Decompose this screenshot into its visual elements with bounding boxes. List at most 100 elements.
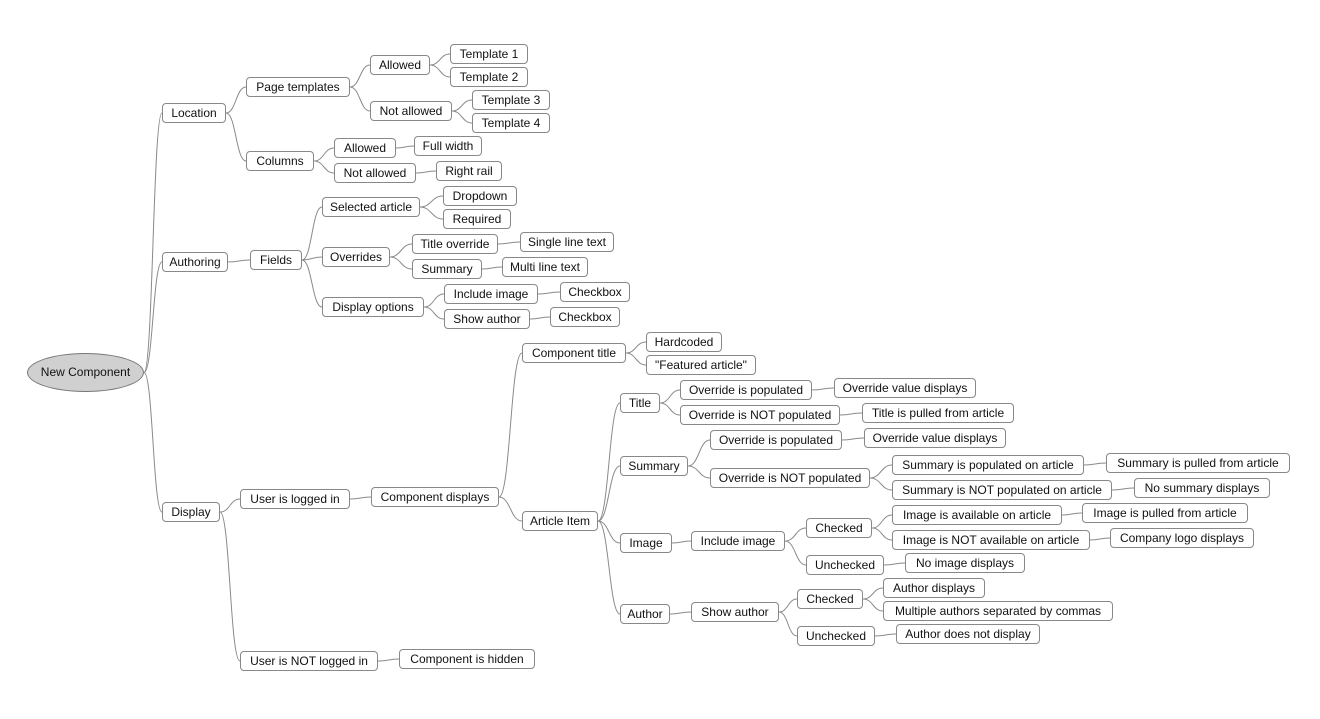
node-auth-checked[interactable]: Checked xyxy=(797,589,863,609)
link-columns-to-col-not-allowed xyxy=(313,160,335,174)
node-multiple-authors[interactable]: Multiple authors separated by commas xyxy=(883,601,1113,621)
node-include-image-opt[interactable]: Include image xyxy=(444,284,538,304)
node-no-image[interactable]: No image displays xyxy=(905,553,1025,573)
link-image-available-to-image-pulled xyxy=(1061,512,1083,516)
node-author-displays[interactable]: Author displays xyxy=(883,578,985,598)
node-show-author-opt[interactable]: Show author xyxy=(444,309,530,329)
link-pt-not-allowed-to-template-3 xyxy=(451,99,473,112)
node-show-author[interactable]: Show author xyxy=(691,602,779,622)
link-selected-article-to-required xyxy=(419,206,444,220)
node-summary-field[interactable]: Summary xyxy=(412,259,482,279)
link-show-author-to-auth-unchecked xyxy=(778,611,798,637)
node-not-logged-in[interactable]: User is NOT logged in xyxy=(240,651,378,671)
link-summary-not-pop-on-article-to-no-summary xyxy=(1111,487,1135,491)
link-page-templates-to-pt-not-allowed xyxy=(349,86,371,112)
node-overrides[interactable]: Overrides xyxy=(322,247,390,267)
node-summary-override-value[interactable]: Override value displays xyxy=(864,428,1006,448)
node-single-line-text[interactable]: Single line text xyxy=(520,232,614,252)
node-no-summary[interactable]: No summary displays xyxy=(1134,478,1270,498)
node-summary-not-pop-on-article[interactable]: Summary is NOT populated on article xyxy=(892,480,1112,500)
link-pt-not-allowed-to-template-4 xyxy=(451,110,473,124)
node-featured-article[interactable]: "Featured article" xyxy=(646,355,756,375)
node-multi-line-text[interactable]: Multi line text xyxy=(502,257,588,277)
node-ai-summary[interactable]: Summary xyxy=(620,456,688,476)
link-title-override-pop-to-title-override-value xyxy=(811,387,835,391)
node-summary-override-pop[interactable]: Override is populated xyxy=(710,430,842,450)
link-include-image-to-img-checked xyxy=(784,527,807,542)
node-checkbox-1[interactable]: Checkbox xyxy=(560,282,630,302)
node-col-allowed[interactable]: Allowed xyxy=(334,138,396,158)
node-author-not-display[interactable]: Author does not display xyxy=(896,624,1040,644)
node-title-override-pop[interactable]: Override is populated xyxy=(680,380,812,400)
node-title-from-article[interactable]: Title is pulled from article xyxy=(862,403,1014,423)
link-overrides-to-title-override xyxy=(389,243,413,258)
node-component-displays[interactable]: Component displays xyxy=(371,487,499,507)
node-required[interactable]: Required xyxy=(443,209,511,229)
node-full-width[interactable]: Full width xyxy=(414,136,482,156)
node-template-1[interactable]: Template 1 xyxy=(450,44,528,64)
link-fields-to-display-options xyxy=(301,259,323,308)
link-ai-image-to-include-image xyxy=(671,540,692,544)
node-image-available[interactable]: Image is available on article xyxy=(892,505,1062,525)
node-fields[interactable]: Fields xyxy=(250,250,302,270)
node-summary-pulled[interactable]: Summary is pulled from article xyxy=(1106,453,1290,473)
link-root-to-location xyxy=(143,112,163,373)
link-columns-to-col-allowed xyxy=(313,147,335,162)
link-component-displays-to-article-item xyxy=(498,496,523,522)
node-page-templates[interactable]: Page templates xyxy=(246,77,350,97)
node-component-hidden[interactable]: Component is hidden xyxy=(399,649,535,669)
node-ai-title[interactable]: Title xyxy=(620,393,660,413)
link-location-to-columns xyxy=(225,112,247,162)
link-ai-summary-to-summary-override-pop xyxy=(687,439,711,467)
node-image-pulled[interactable]: Image is pulled from article xyxy=(1082,503,1248,523)
node-template-2[interactable]: Template 2 xyxy=(450,67,528,87)
node-location[interactable]: Location xyxy=(162,103,226,123)
link-not-logged-in-to-component-hidden xyxy=(377,658,400,662)
link-logged-in-to-component-displays xyxy=(349,496,372,500)
node-authoring[interactable]: Authoring xyxy=(162,252,228,272)
node-columns[interactable]: Columns xyxy=(246,151,314,171)
node-title-override-value[interactable]: Override value displays xyxy=(834,378,976,398)
node-right-rail[interactable]: Right rail xyxy=(436,161,502,181)
node-display[interactable]: Display xyxy=(162,502,220,522)
node-img-unchecked[interactable]: Unchecked xyxy=(806,555,884,575)
node-img-checked[interactable]: Checked xyxy=(806,518,872,538)
node-auth-unchecked[interactable]: Unchecked xyxy=(797,626,875,646)
node-company-logo[interactable]: Company logo displays xyxy=(1110,528,1254,548)
root-node[interactable]: New Component xyxy=(27,353,144,392)
link-ai-title-to-title-override-pop xyxy=(659,389,681,404)
link-display-to-logged-in xyxy=(219,498,241,513)
node-selected-article[interactable]: Selected article xyxy=(322,197,420,217)
node-display-options[interactable]: Display options xyxy=(322,297,424,317)
node-component-title[interactable]: Component title xyxy=(522,343,626,363)
link-display-options-to-show-author-opt xyxy=(423,306,445,320)
node-template-4[interactable]: Template 4 xyxy=(472,113,550,133)
node-col-not-allowed[interactable]: Not allowed xyxy=(334,163,416,183)
node-template-3[interactable]: Template 3 xyxy=(472,90,550,110)
node-ai-image[interactable]: Image xyxy=(620,533,672,553)
link-title-override-not-pop-to-title-from-article xyxy=(839,412,863,416)
link-root-to-display xyxy=(143,372,163,513)
node-title-override[interactable]: Title override xyxy=(412,234,498,254)
node-checkbox-2[interactable]: Checkbox xyxy=(550,307,620,327)
link-selected-article-to-dropdown xyxy=(419,195,444,208)
node-title-override-not-pop[interactable]: Override is NOT populated xyxy=(680,405,840,425)
node-pt-allowed[interactable]: Allowed xyxy=(370,55,430,75)
node-ai-author[interactable]: Author xyxy=(620,604,670,624)
link-img-unchecked-to-no-image xyxy=(883,562,906,566)
link-img-checked-to-image-not-available xyxy=(871,527,893,541)
link-title-override-to-single-line-text xyxy=(497,241,521,245)
node-summary-override-not-pop[interactable]: Override is NOT populated xyxy=(710,468,870,488)
node-hardcoded[interactable]: Hardcoded xyxy=(646,332,722,352)
link-article-item-to-ai-author xyxy=(597,520,621,615)
link-include-image-opt-to-checkbox-1 xyxy=(537,291,561,295)
node-logged-in[interactable]: User is logged in xyxy=(240,489,350,509)
node-pt-not-allowed[interactable]: Not allowed xyxy=(370,101,452,121)
node-include-image[interactable]: Include image xyxy=(691,531,785,551)
node-image-not-available[interactable]: Image is NOT available on article xyxy=(892,530,1090,550)
link-auth-checked-to-author-displays xyxy=(862,587,884,600)
node-dropdown[interactable]: Dropdown xyxy=(443,186,517,206)
node-summary-pop-on-article[interactable]: Summary is populated on article xyxy=(892,455,1084,475)
node-article-item[interactable]: Article Item xyxy=(522,511,598,531)
